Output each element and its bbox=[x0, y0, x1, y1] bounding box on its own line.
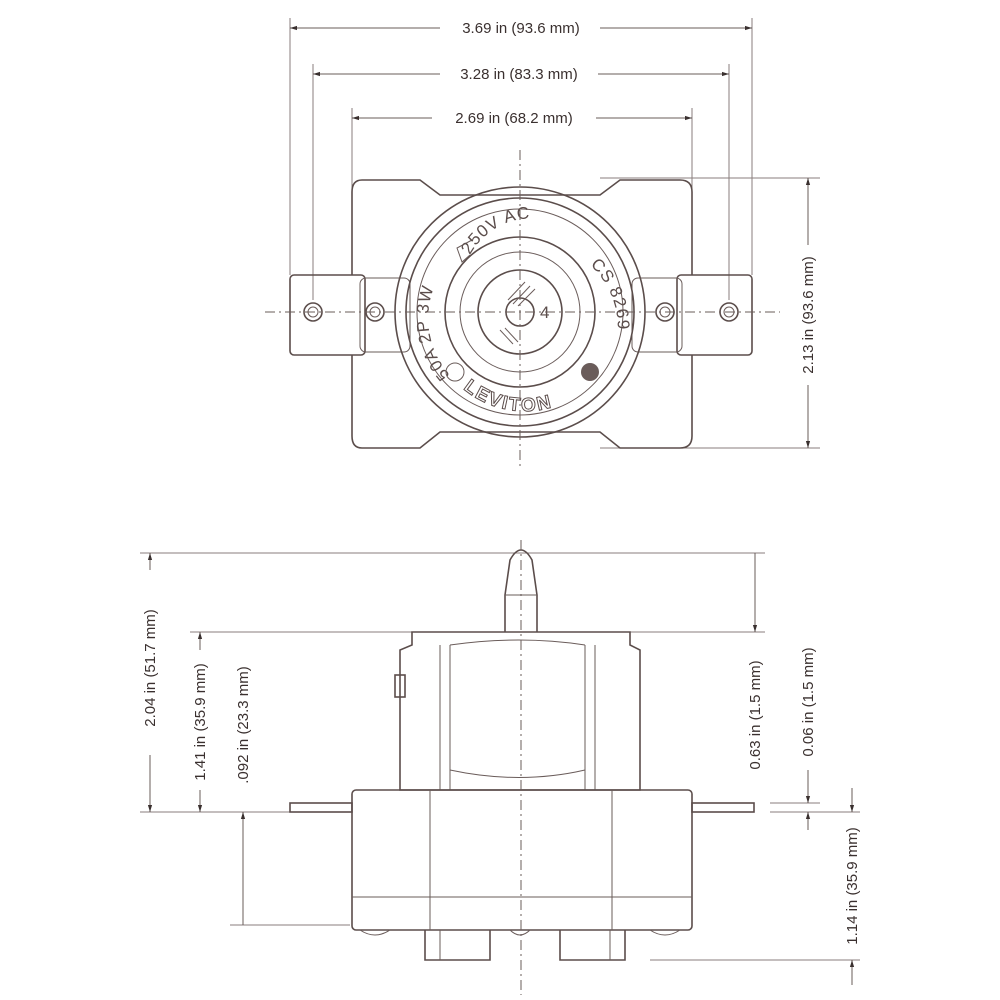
dim-body-width: 2.69 in (68.2 mm) bbox=[352, 110, 692, 127]
top-extension-lines bbox=[289, 18, 820, 449]
dim-label-pin-height: 0.63 in (1.5 mm) bbox=[747, 660, 764, 769]
dim-label-body-depth: 1.41 in (35.9 mm) bbox=[192, 663, 209, 781]
dim-pin-height: 0.63 in (1.5 mm) bbox=[747, 553, 764, 770]
dim-label-strap-thickness: 0.06 in (1.5 mm) bbox=[800, 647, 817, 756]
dim-label-rear-depth: 1.14 in (35.9 mm) bbox=[844, 827, 861, 945]
receptacle-face: 4 250V AC 50A 2P 3W CS 8269 LEVITON bbox=[289, 179, 753, 449]
dim-rear-depth: 1.14 in (35.9 mm) bbox=[844, 788, 861, 985]
dim-height: 2.13 in (93.6 mm) bbox=[800, 178, 817, 448]
dim-label-overall-width: 3.69 in (93.6 mm) bbox=[462, 20, 580, 37]
top-centerlines bbox=[265, 150, 780, 470]
dim-label-lower-depth: .092 in (23.3 mm) bbox=[235, 666, 252, 784]
dim-label-body-width: 2.69 in (68.2 mm) bbox=[455, 110, 573, 127]
dim-label-overall-depth: 2.04 in (51.7 mm) bbox=[142, 609, 159, 727]
ul-listing-mark bbox=[445, 362, 465, 382]
dim-label-hole-spacing: 3.28 in (83.3 mm) bbox=[460, 66, 578, 83]
terminal-marking: 4 bbox=[540, 303, 550, 322]
leviton-logo: LEVITON bbox=[460, 376, 555, 417]
dim-hole-spacing: 3.28 in (83.3 mm) bbox=[313, 66, 729, 83]
dim-body-depth: 1.41 in (35.9 mm) bbox=[192, 632, 209, 812]
top-view: 3.69 in (93.6 mm) 3.28 in (83.3 mm) 2.69… bbox=[265, 18, 820, 470]
csa-listing-mark bbox=[581, 363, 599, 381]
side-extension-lines bbox=[140, 552, 860, 961]
dim-overall-depth: 2.04 in (51.7 mm) bbox=[142, 553, 159, 812]
dim-overall-width: 3.69 in (93.6 mm) bbox=[290, 20, 752, 37]
dim-lower-depth: .092 in (23.3 mm) bbox=[235, 666, 252, 925]
contact-hatching bbox=[499, 281, 536, 345]
receptacle-side bbox=[289, 549, 755, 961]
side-view: 2.04 in (51.7 mm) 1.41 in (35.9 mm) .092… bbox=[140, 540, 861, 995]
dim-strap-thickness: 0.06 in (1.5 mm) bbox=[800, 647, 817, 830]
dim-label-height: 2.13 in (93.6 mm) bbox=[800, 256, 817, 374]
